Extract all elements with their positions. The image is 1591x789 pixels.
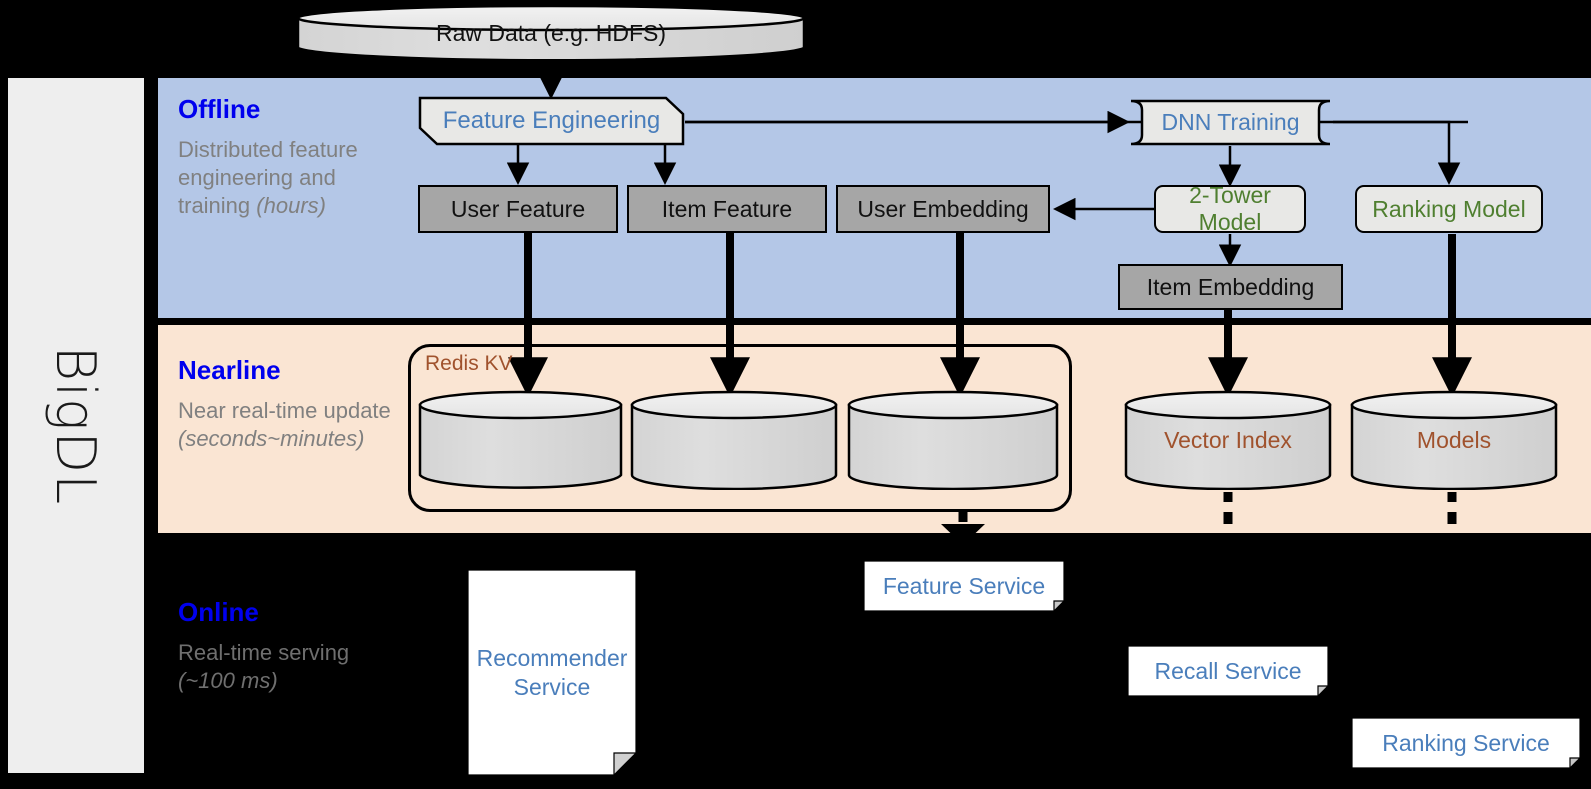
ranking-service-node[interactable]: Ranking Service (1352, 718, 1580, 768)
vector-index-label: Vector Index (1164, 426, 1292, 453)
bigdl-label: BigDL (44, 345, 108, 506)
models-label: Models (1416, 426, 1492, 453)
online-title: Online (178, 597, 259, 627)
nearline-title: Nearline (178, 355, 281, 385)
nearline-desc: Near real-time update (seconds~minutes) (178, 397, 391, 451)
recall-service-label: Recall Service (1154, 657, 1302, 684)
user-embedding-label: User Embedding (857, 195, 1029, 222)
item-feature-store-cylinder[interactable] (630, 390, 838, 490)
feature-engineering-node[interactable]: Feature Engineering (418, 96, 685, 146)
ranking-service-label: Ranking Service (1382, 729, 1550, 756)
models-cylinder[interactable]: Models (1350, 390, 1558, 490)
user-feature-store-label (418, 390, 623, 490)
raw-data-label: Raw Data (e.g. HDFS) (435, 19, 667, 46)
ranking-model-node[interactable]: Ranking Model (1355, 185, 1543, 233)
online-stage-label: Online Real-time serving (~100 ms) (178, 598, 403, 695)
user-embedding-node[interactable]: User Embedding (836, 185, 1050, 233)
nearline-stage-label: Nearline Near real-time update (seconds~… (178, 356, 403, 453)
item-embedding-node[interactable]: Item Embedding (1118, 264, 1343, 310)
ranking-model-label: Ranking Model (1372, 195, 1526, 222)
user-embedding-store-label (847, 390, 1059, 490)
redis-kv-group (408, 344, 1072, 512)
bigdl-sidebar: BigDL (8, 78, 144, 773)
item-feature-label: Item Feature (661, 195, 793, 222)
two-tower-model-label: 2-Tower Model (1189, 182, 1271, 235)
feature-service-label: Feature Service (882, 572, 1046, 599)
item-embedding-label: Item Embedding (1146, 273, 1315, 300)
dnn-training-label: DNN Training (1161, 109, 1300, 135)
online-desc: Real-time serving (~100 ms) (178, 639, 350, 693)
item-feature-node[interactable]: Item Feature (627, 185, 827, 233)
redis-kv-label: Redis KV (425, 352, 513, 375)
vector-index-cylinder[interactable]: Vector Index (1124, 390, 1332, 490)
offline-stage-label: Offline Distributed feature engineering … (178, 95, 403, 220)
two-tower-model-node[interactable]: 2-Tower Model (1154, 182, 1306, 235)
recall-service-node[interactable]: Recall Service (1128, 646, 1328, 696)
feature-service-node[interactable]: Feature Service (864, 561, 1064, 611)
user-feature-label: User Feature (450, 195, 586, 222)
recommender-service-label: Recommender Service (476, 645, 628, 700)
recommender-service-node[interactable]: Recommender Service (468, 570, 636, 775)
item-feature-store-label (630, 390, 838, 490)
user-embedding-store-cylinder[interactable] (847, 390, 1059, 490)
dnn-training-node[interactable]: DNN Training (1128, 98, 1333, 147)
feature-engineering-label: Feature Engineering (442, 107, 661, 134)
user-feature-store-cylinder[interactable] (418, 390, 623, 490)
raw-data-cylinder: Raw Data (e.g. HDFS) (296, 4, 806, 62)
offline-title: Offline (178, 94, 261, 124)
user-feature-node[interactable]: User Feature (418, 185, 618, 233)
offline-desc: Distributed feature engineering and trai… (178, 136, 358, 218)
